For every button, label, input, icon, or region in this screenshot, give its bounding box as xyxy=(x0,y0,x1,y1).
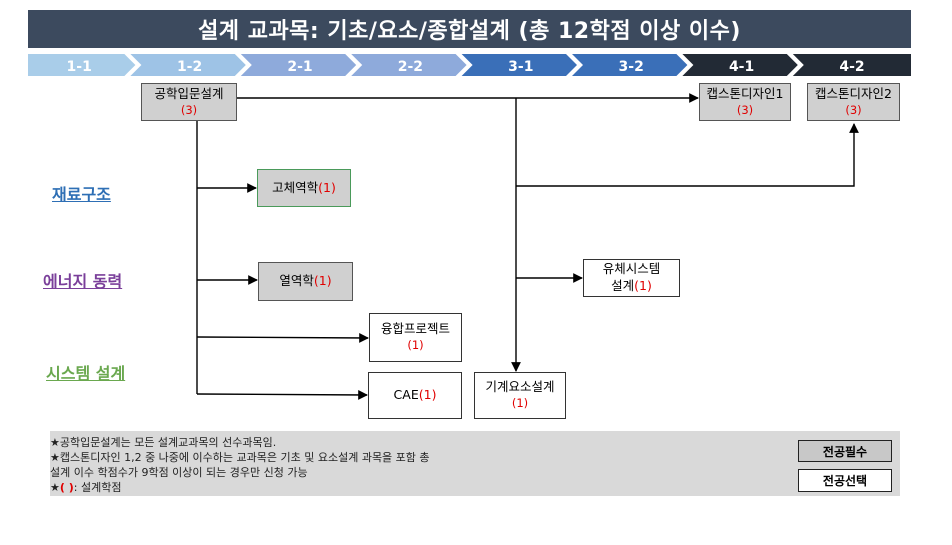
category-materials: 재료구조 xyxy=(52,185,111,204)
course-capstone2[interactable]: 캡스톤디자인2 (3) xyxy=(807,83,900,121)
semester-chevron-4-2 xyxy=(792,54,911,76)
category-energy: 에너지 동력 xyxy=(43,272,123,291)
note-line-1: ★공학입문설계는 모든 설계교과목의 선수과목임. xyxy=(50,436,277,449)
semester-timeline xyxy=(28,54,911,76)
course-credit: (1) xyxy=(634,278,652,293)
course-name: 기계요소설계 xyxy=(485,379,555,395)
course-fusion-project[interactable]: 융합프로젝트 (1) xyxy=(369,313,462,362)
semester-chevron-3-2 xyxy=(572,54,688,76)
note-line-3: 설계 이수 학점수가 9학점 이상이 되는 경우만 신청 가능 xyxy=(50,466,308,479)
legend-required: 전공필수 xyxy=(798,440,892,462)
semester-label-1-2: 1-2 xyxy=(176,59,203,75)
course-name: 융합프로젝트 xyxy=(380,321,450,337)
course-credit: (1) xyxy=(511,396,529,411)
category-system: 시스템 설계 xyxy=(46,364,126,383)
note-credit-marker: ( ) xyxy=(59,481,74,494)
note-star: ★ xyxy=(50,481,60,494)
course-name: 유체시스템 xyxy=(602,261,661,277)
notes-panel xyxy=(50,431,900,496)
course-credit: (1) xyxy=(313,273,332,289)
note-line-4: ★( ): 설계학점 xyxy=(50,479,121,495)
semester-label-3-2: 3-2 xyxy=(618,59,644,75)
semester-label-4-1: 4-1 xyxy=(728,59,755,75)
course-credit: (3) xyxy=(180,102,198,117)
semester-chevron-4-1 xyxy=(682,54,798,76)
legend-elective: 전공선택 xyxy=(798,469,892,492)
course-credit: (3) xyxy=(736,102,754,117)
course-name: 고체역학 xyxy=(272,179,319,195)
course-credit: (1) xyxy=(407,338,424,353)
semester-chevron-3-1 xyxy=(461,54,577,76)
connector-to-cae xyxy=(196,390,368,400)
course-name-2: 설계 xyxy=(611,278,635,293)
note-credit-text: : 설계학점 xyxy=(73,481,122,494)
course-cae[interactable]: CAE(1) xyxy=(368,372,462,419)
page-title: 설계 교과목: 기초/요소/종합설계 (총 12학점 이상 이수) xyxy=(28,10,911,48)
course-fluid-system-design[interactable]: 유체시스템 설계(1) xyxy=(583,259,680,297)
connector-to-capstone2 xyxy=(516,123,859,187)
course-machine-element-design[interactable]: 기계요소설계 (1) xyxy=(474,372,566,419)
semester-chevron-2-1 xyxy=(240,54,357,76)
course-name: 열역학 xyxy=(279,273,314,289)
course-solid-mechanics[interactable]: 고체역학(1) xyxy=(257,169,351,207)
course-name: 공학입문설계 xyxy=(154,85,224,101)
course-name: 캡스톤디자인1 xyxy=(706,85,784,101)
course-name: CAE xyxy=(393,387,419,403)
course-credit: (3) xyxy=(845,102,862,117)
course-credit: (1) xyxy=(418,387,437,403)
semester-label-4-2: 4-2 xyxy=(839,59,865,75)
course-name: 캡스톤디자인2 xyxy=(815,85,892,101)
semester-label-3-1: 3-1 xyxy=(508,59,534,75)
course-credit: (1) xyxy=(318,179,336,195)
semester-chevron-1-1 xyxy=(28,54,136,76)
semester-label-2-1: 2-1 xyxy=(287,59,313,75)
note-line-2: ★캡스톤디자인 1,2 중 나중에 이수하는 교과목은 기초 및 요소설계 과목… xyxy=(50,451,430,464)
semester-chevron-1-2 xyxy=(130,54,246,76)
connector-to-fusion xyxy=(196,333,369,343)
course-intro-design[interactable]: 공학입문설계 (3) xyxy=(141,83,237,121)
course-capstone1[interactable]: 캡스톤디자인1 (3) xyxy=(699,83,791,121)
course-thermodynamics[interactable]: 열역학(1) xyxy=(258,262,353,301)
semester-chevron-2-2 xyxy=(351,54,467,76)
semester-label-2-2: 2-2 xyxy=(397,59,424,75)
semester-label-1-1: 1-1 xyxy=(66,59,92,75)
